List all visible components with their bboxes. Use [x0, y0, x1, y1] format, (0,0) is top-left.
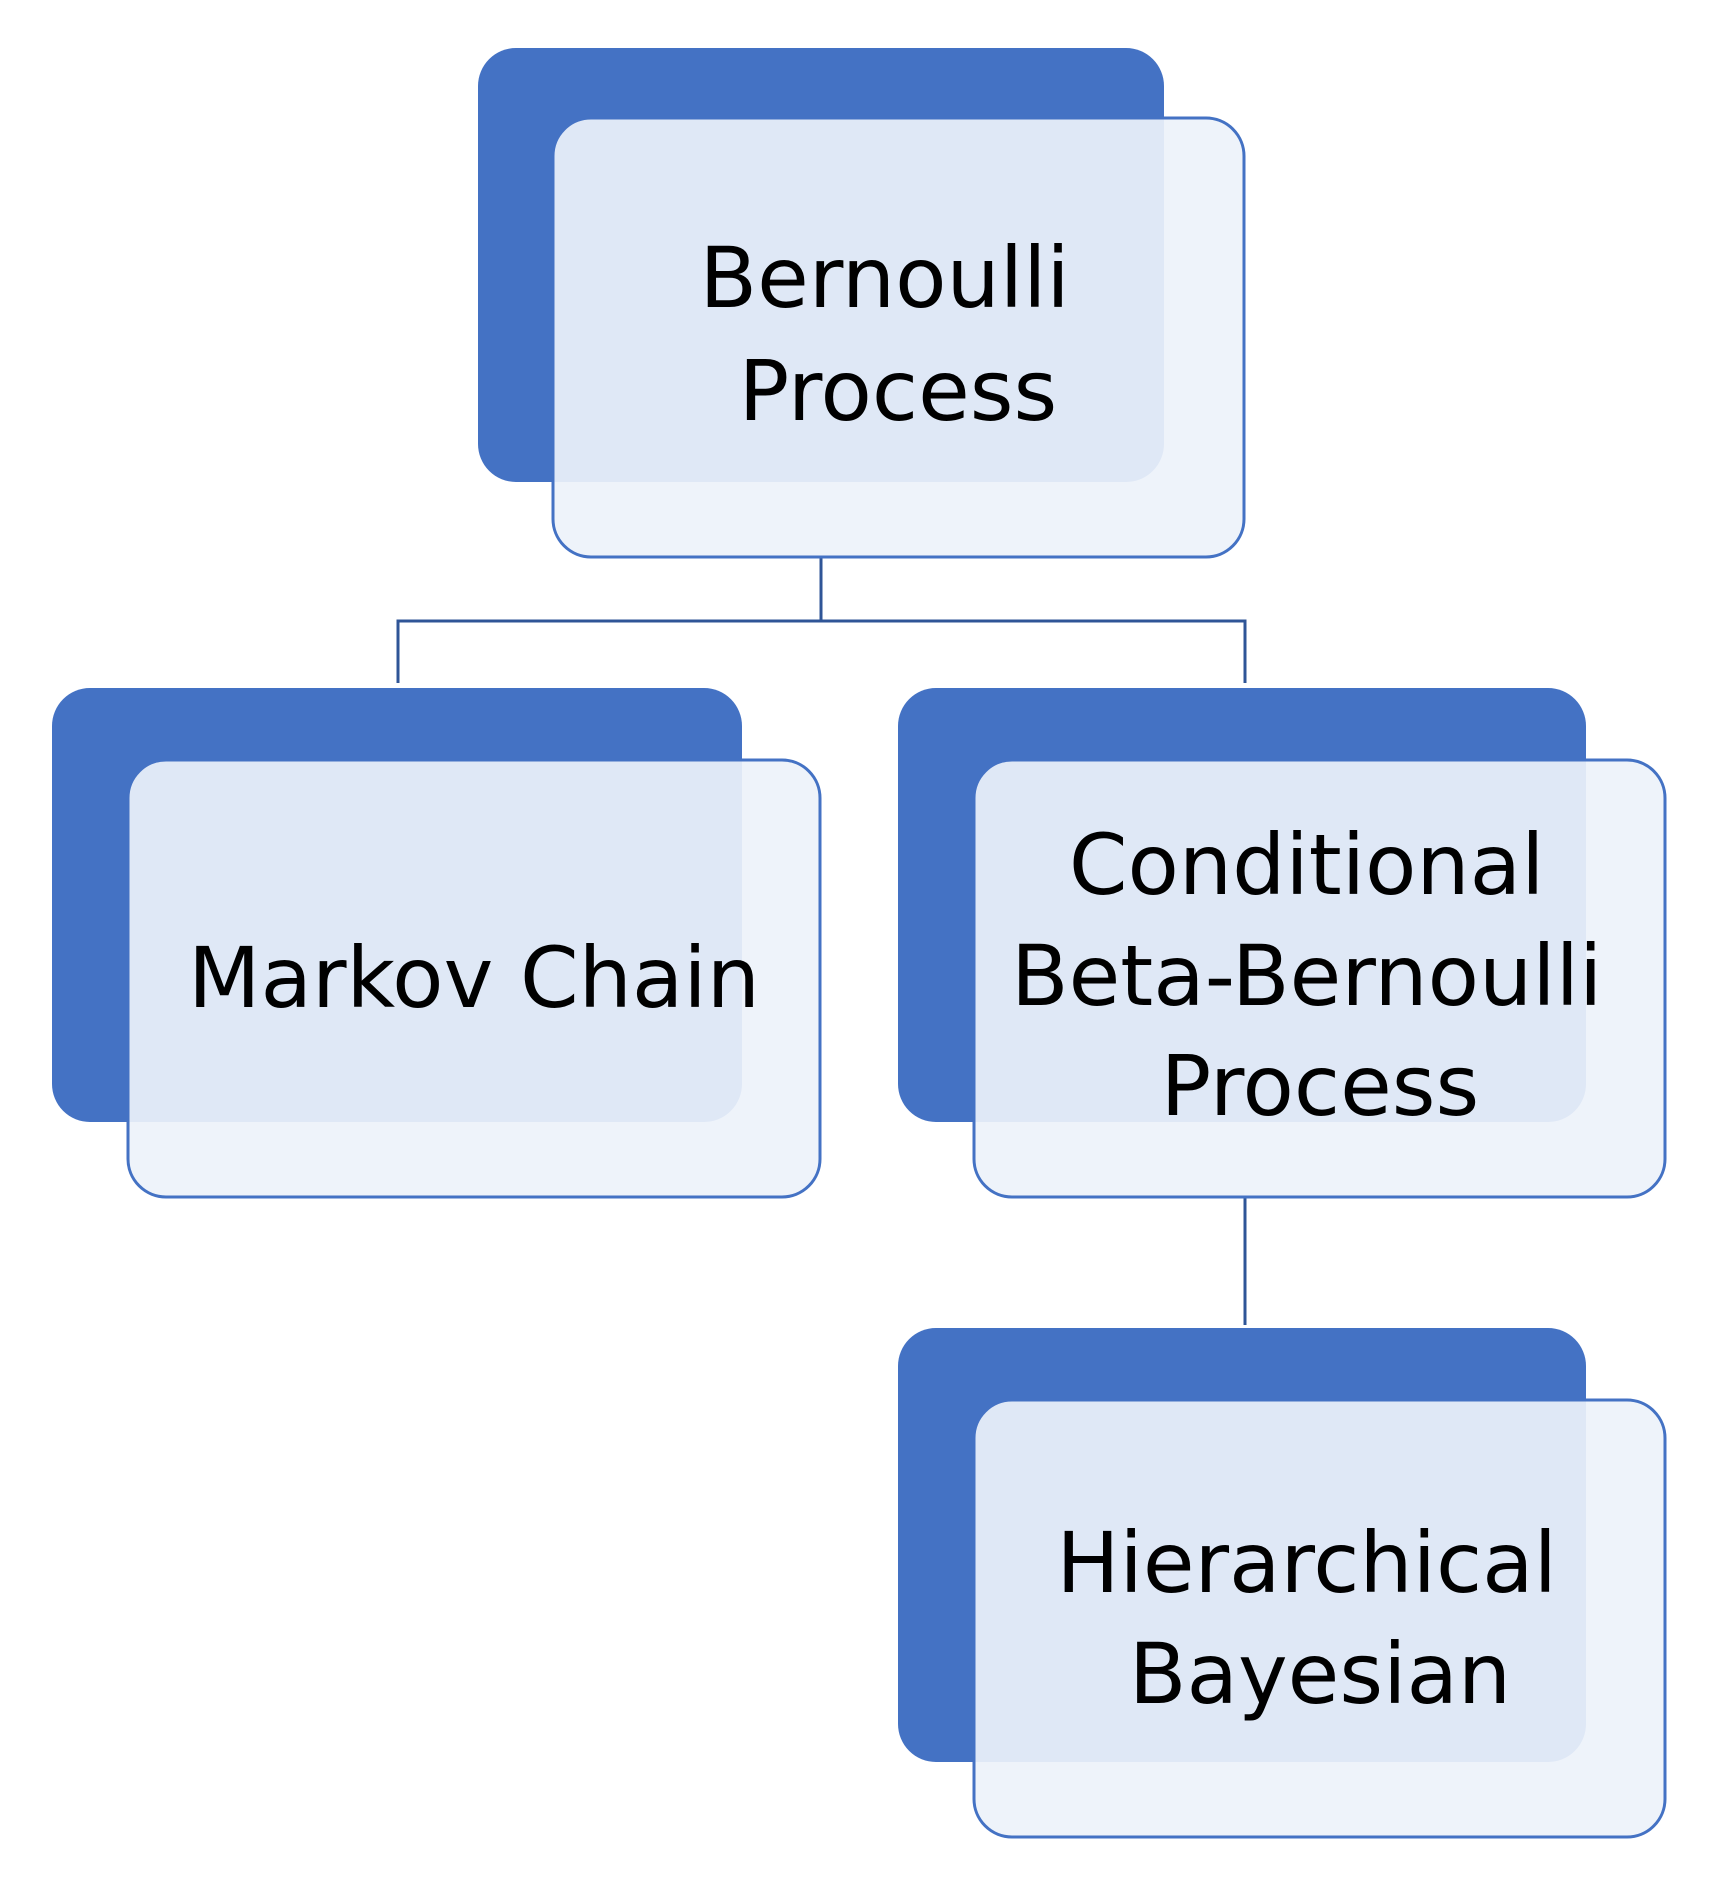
node-label-line: Process [739, 342, 1058, 440]
node-conditional-beta-bernoulli-process: Conditional Beta-Bernoulli Process [898, 688, 1667, 1199]
node-bernoulli-process: Bernoulli Process [478, 48, 1246, 559]
node-markov-chain: Markov Chain [52, 688, 822, 1199]
node-label-line: Bayesian [1129, 1625, 1511, 1723]
node-front-card [551, 116, 1246, 559]
node-front-card [972, 758, 1667, 1199]
node-front-card [126, 758, 822, 1199]
connectors [396, 557, 1247, 1325]
node-label: Conditional Beta-Bernoulli Process [1011, 816, 1629, 1135]
node-label-line: Hierarchical [1056, 1514, 1557, 1612]
node-label: Bernoulli Process [700, 229, 1097, 440]
connector-bernoulli-to-children [396, 557, 1247, 683]
node-hierarchical-bayesian: Hierarchical Bayesian [898, 1328, 1667, 1839]
node-label-line: Process [1161, 1037, 1480, 1135]
node-label-line: Markov Chain [188, 929, 760, 1027]
node-label-line: Bernoulli [700, 229, 1070, 327]
node-label-line: Conditional [1069, 816, 1545, 914]
node-front-card [972, 1398, 1667, 1839]
node-label: Markov Chain [188, 929, 760, 1027]
node-label-line: Beta-Bernoulli [1011, 927, 1602, 1025]
node-label: Hierarchical Bayesian [1056, 1514, 1583, 1723]
